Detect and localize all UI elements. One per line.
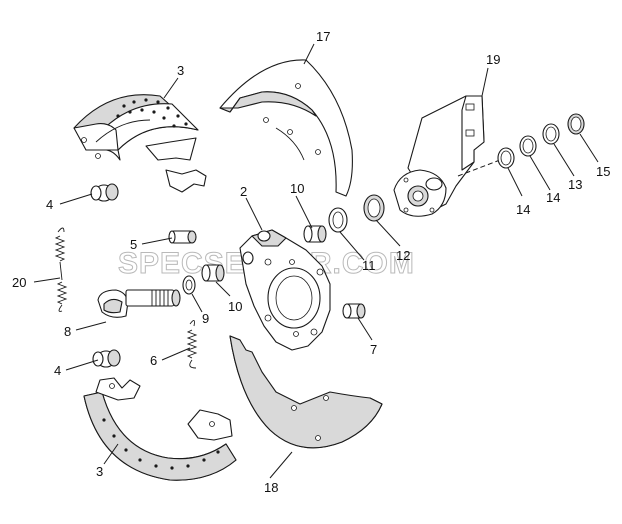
seal-12 [363,194,385,222]
callout-labels: 3 17 19 2 10 4 5 20 8 9 10 11 12 7 6 4 3… [12,29,610,495]
brake-shoe-lower [83,377,237,481]
leader-lines [33,43,599,479]
callout-19: 19 [486,52,500,67]
callout-15: 15 [596,164,610,179]
roller-lower [92,349,121,368]
callout-5: 5 [130,237,137,252]
callout-13: 13 [568,177,582,192]
brake-spider [239,229,331,351]
chamber-bracket [393,95,485,217]
roller-upper [90,183,119,202]
bushing-lower [201,264,225,282]
washer-14a [497,147,515,169]
callout-20: 20 [12,275,26,290]
callout-6: 6 [150,353,157,368]
washer-14b [519,135,537,157]
s-cam-shaft [97,289,181,318]
callout-9: 9 [202,311,209,326]
brake-shoe-upper [73,94,207,193]
callout-14-b: 14 [546,190,560,205]
callout-4-lower: 4 [54,363,61,378]
washer-9 [182,275,196,295]
callout-3-upper: 3 [177,63,184,78]
dust-shield-upper [219,59,353,197]
anchor-pin [168,230,197,244]
callout-10-upper: 10 [290,181,304,196]
callout-18: 18 [264,480,278,495]
callout-12: 12 [396,248,410,263]
seal-11 [328,207,348,233]
bushing-upper [303,225,327,243]
callout-11: 11 [362,258,376,273]
washer-13 [542,123,560,145]
dust-shield-lower [229,335,383,449]
callout-2: 2 [240,184,247,199]
callout-3-lower: 3 [96,464,103,479]
callout-10-lower: 10 [228,299,242,314]
callout-7: 7 [370,342,377,357]
washer-15 [567,113,585,135]
spring [186,320,198,369]
callout-4-upper: 4 [46,197,53,212]
callout-8: 8 [64,324,71,339]
bushing-7 [342,303,366,319]
callout-14-a: 14 [516,202,530,217]
callout-17: 17 [316,29,330,44]
return-spring [54,227,68,312]
